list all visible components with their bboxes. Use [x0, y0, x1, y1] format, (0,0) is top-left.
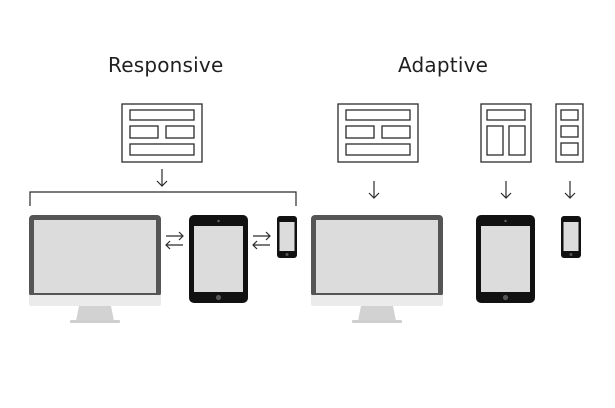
responsive-arrow-down-icon	[156, 169, 168, 187]
adaptive-phone-layout-wireframe-icon	[555, 103, 584, 163]
responsive-swap-arrows-icon-1	[165, 231, 184, 250]
adaptive-arrow-down-icon-2	[500, 181, 512, 199]
responsive-bracket	[29, 191, 297, 206]
adaptive-arrow-down-icon-1	[368, 181, 380, 199]
responsive-title: Responsive	[108, 53, 224, 77]
adaptive-desktop-monitor	[311, 215, 443, 323]
responsive-desktop-monitor	[29, 215, 161, 323]
responsive-layout-wireframe-icon	[121, 103, 203, 163]
adaptive-desktop-layout-wireframe-icon	[337, 103, 419, 163]
adaptive-title: Adaptive	[398, 53, 489, 77]
responsive-swap-arrows-icon-2	[252, 231, 271, 250]
adaptive-tablet	[476, 215, 535, 303]
adaptive-arrow-down-icon-3	[564, 181, 576, 199]
adaptive-tablet-layout-wireframe-icon	[480, 103, 532, 163]
responsive-phone	[277, 216, 297, 258]
responsive-tablet	[189, 215, 248, 303]
adaptive-phone	[561, 216, 581, 258]
